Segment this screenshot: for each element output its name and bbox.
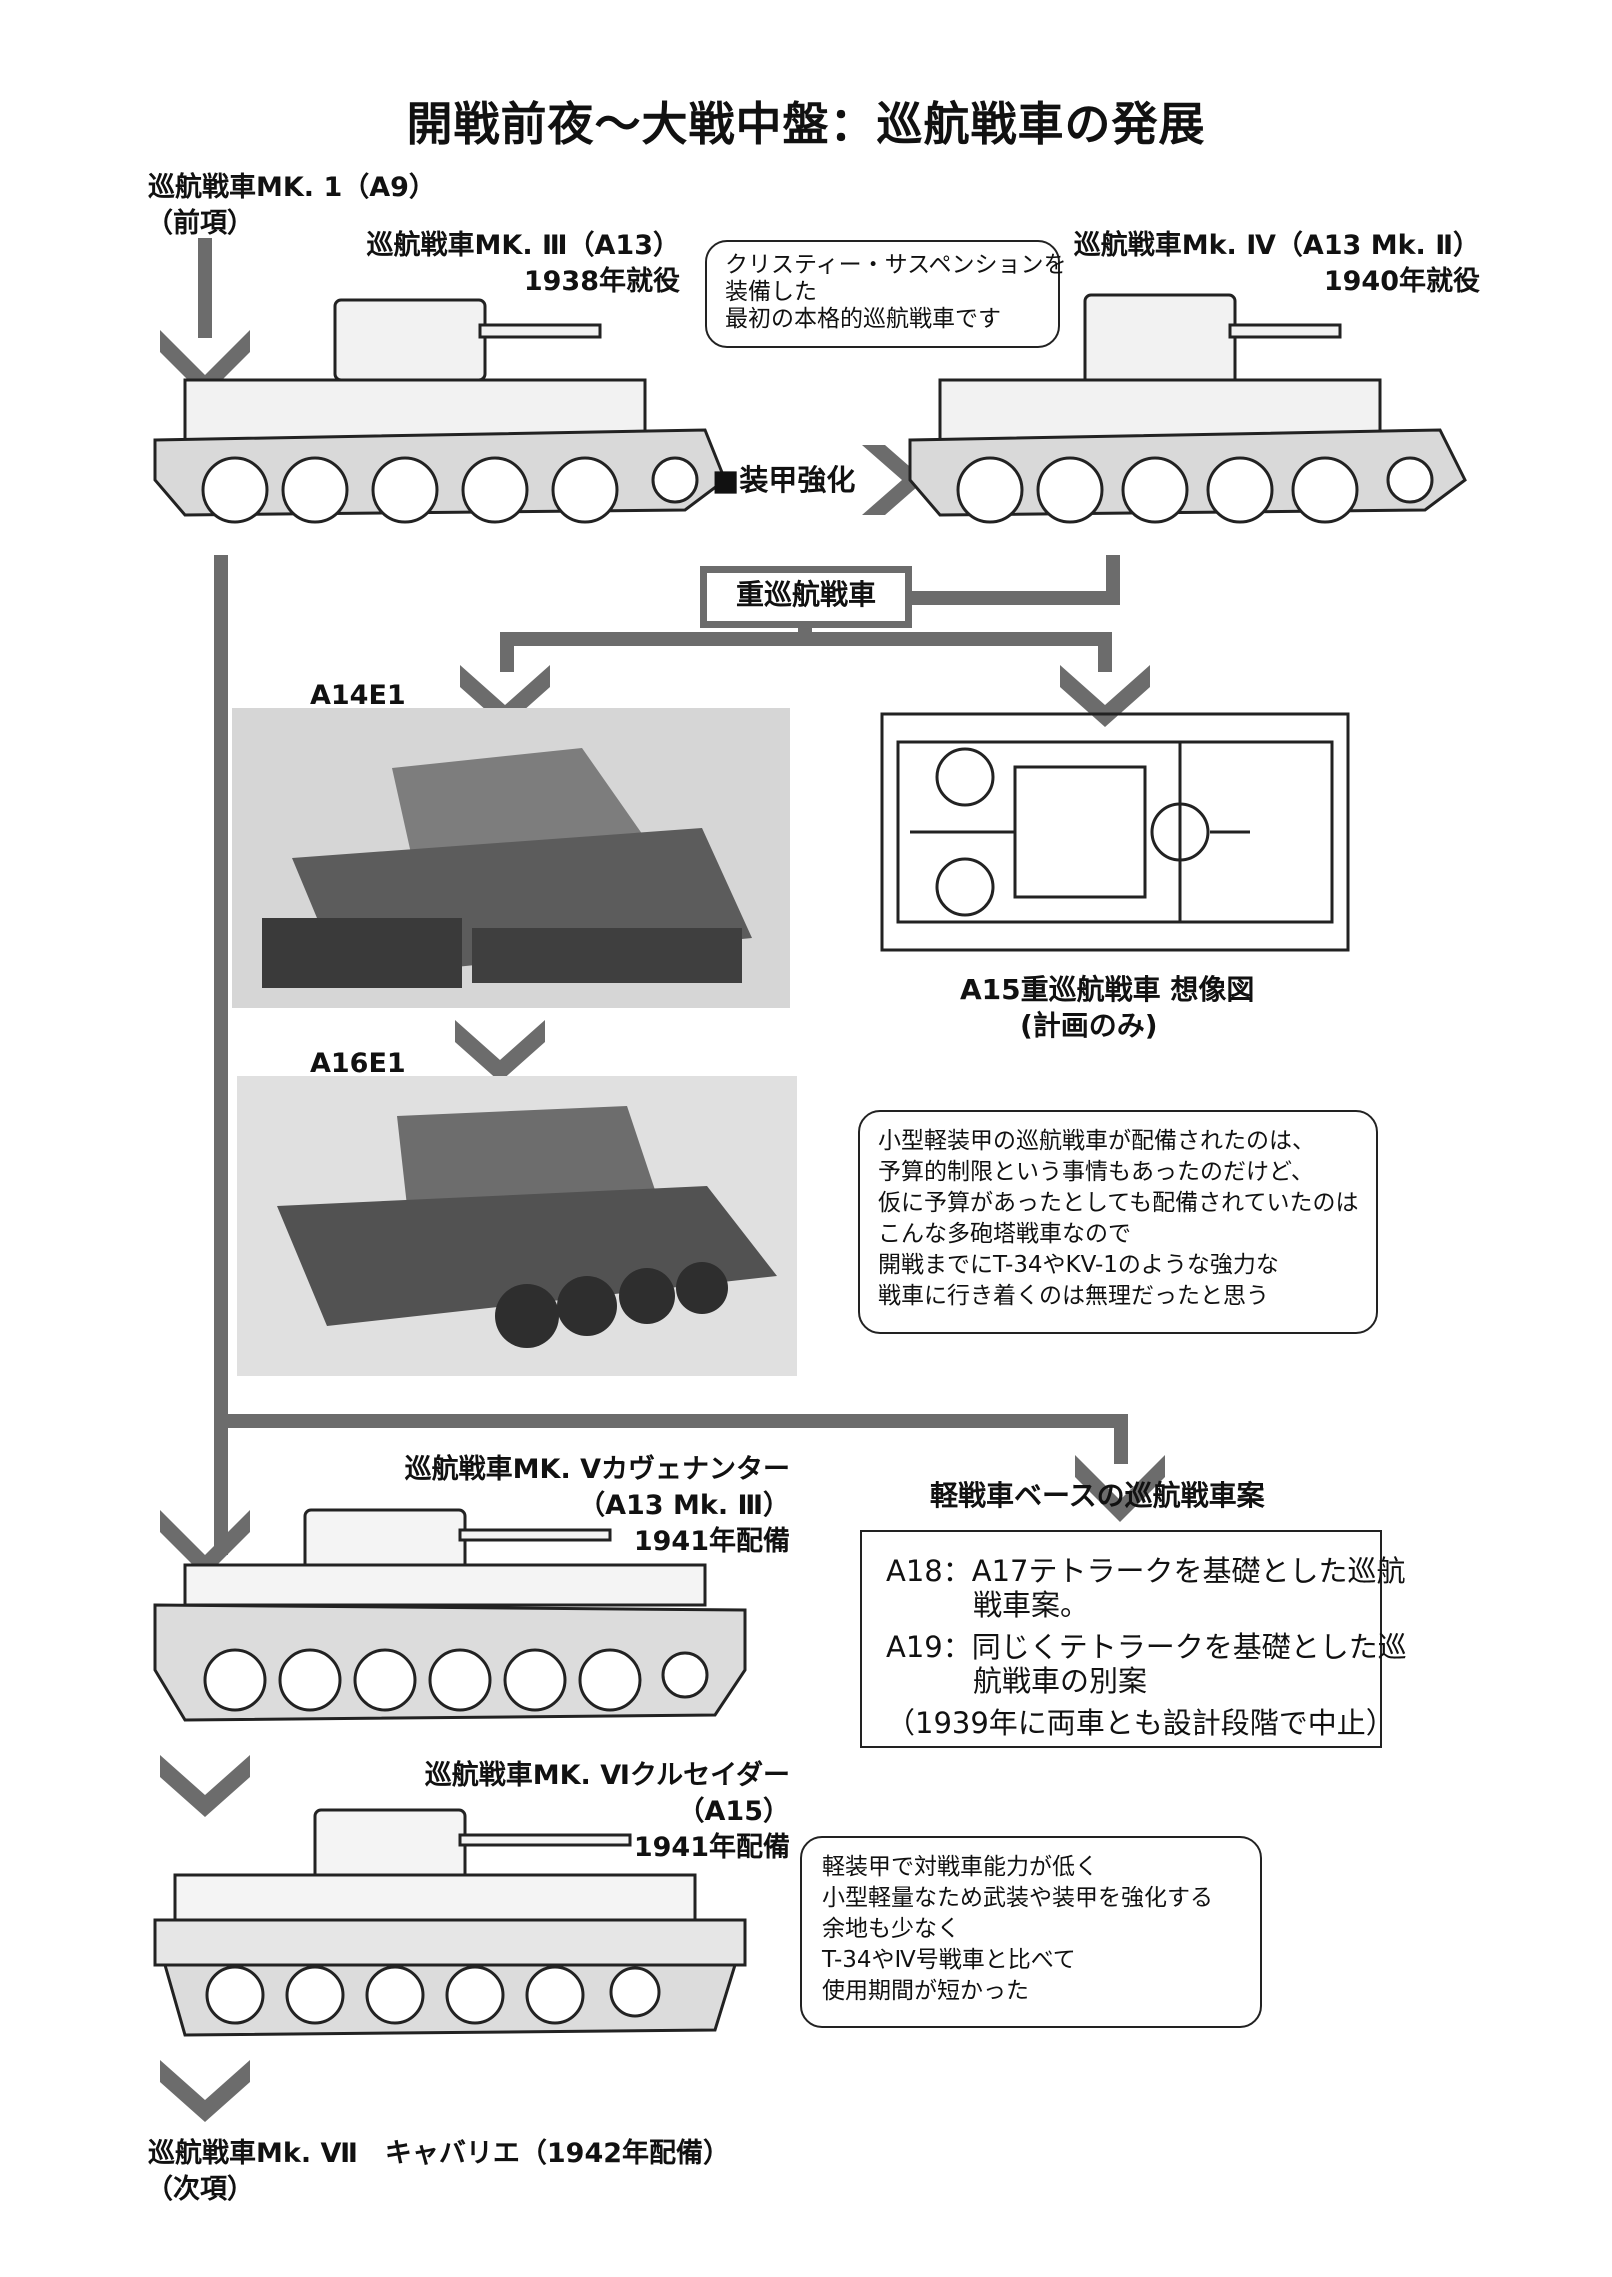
bubble-line: 余地も少なく	[822, 1916, 960, 1942]
a14-photo-art	[232, 708, 790, 1008]
a15-plan-drawing	[880, 712, 1350, 952]
plan-line: （1939年に両車とも設計段階で中止）	[886, 1706, 1395, 1740]
a16-photo	[237, 1076, 797, 1376]
bubble-line: 戦車に行き着くのは無理だったと思う	[878, 1283, 1269, 1309]
mk6-year: 1941年配備	[633, 1832, 790, 1863]
a14-photo	[232, 708, 790, 1008]
connector	[1098, 632, 1112, 672]
mk3-name: 巡航戦車MK. Ⅲ（A13）	[366, 230, 680, 261]
a16-photo-art	[237, 1076, 797, 1376]
plan-line: 戦車案。	[886, 1588, 1090, 1622]
plan-line: A19：同じくテトラークを基礎とした巡	[886, 1630, 1407, 1664]
branch-line	[214, 1414, 1128, 1428]
arrow-head-down	[455, 1020, 545, 1082]
page-title: 開戦前夜～大戦中盤：巡航戦車の発展	[406, 97, 1206, 151]
mk6-speech-bubble: 軽装甲で対戦車能力が低く 小型軽量なため武装や装甲を強化する 余地も少なく T-…	[800, 1836, 1262, 2028]
bubble-line: クリスティー・サスペンションを	[725, 252, 1067, 278]
mk1-name: 巡航戦車MK. 1（A9）	[148, 172, 436, 203]
mk6-tank-illustration	[153, 1808, 747, 2037]
mk3-speech-bubble: クリスティー・サスペンションを 装備した 最初の本格的巡航戦車です	[705, 240, 1067, 348]
mk3-year: 1938年就役	[523, 266, 680, 297]
mk7-note: （次項）	[146, 2174, 254, 2205]
a16-name: A16E1	[310, 1048, 406, 1079]
bubble-line: 使用期間が短かった	[822, 1978, 1029, 2004]
plan-line: 航戦車の別案	[886, 1664, 1148, 1698]
bubble-line: 小型軽量なため武装や装甲を強化する	[822, 1885, 1213, 1911]
light-plans-box: A18：A17テトラークを基礎とした巡航 戦車案。 A19：同じくテトラークを基…	[860, 1530, 1407, 1748]
spine-line	[214, 555, 228, 1555]
mk4-tank-illustration	[908, 293, 1467, 524]
arrow-shaft	[198, 238, 212, 338]
mk5-name: 巡航戦車MK. Ⅴカヴェナンター	[404, 1454, 790, 1485]
bubble-line: T-34やⅣ号戦車と比べて	[822, 1947, 1076, 1973]
connector	[500, 632, 514, 672]
mk7-name: 巡航戦車Mk. Ⅶ キャバリエ（1942年配備）	[148, 2138, 731, 2169]
mk5-year: 1941年配備	[633, 1526, 790, 1557]
a16-speech-bubble: 小型軽装甲の巡航戦車が配備されたのは、 予算的制限という事情もあったのだけど、 …	[858, 1110, 1378, 1334]
arrow-head-down	[160, 1755, 250, 1817]
light-plans-title: 軽戦車ベースの巡航戦車案	[930, 1479, 1265, 1512]
bubble-line: 小型軽装甲の巡航戦車が配備されたのは、	[878, 1128, 1315, 1154]
mk5-sub: （A13 Mk. Ⅲ）	[578, 1490, 790, 1521]
mk6-sub: （A15）	[677, 1796, 790, 1827]
a15-note: (計画のみ)	[1020, 1009, 1158, 1042]
mk4-name: 巡航戦車Mk. Ⅳ（A13 Mk. Ⅱ）	[1073, 230, 1480, 261]
connector	[912, 591, 1120, 605]
bubble-line: 仮に予算があったとしても配備されていたのは	[878, 1190, 1359, 1216]
mk4-year: 1940年就役	[1323, 266, 1480, 297]
heavy-cruiser-box: 重巡航戦車	[700, 566, 912, 628]
armor-label: ■装甲強化	[712, 463, 856, 497]
bubble-line: 装備した	[725, 279, 817, 305]
bubble-line: 最初の本格的巡航戦車です	[725, 306, 1001, 332]
bubble-line: 軽装甲で対戦車能力が低く	[822, 1854, 1098, 1880]
mk1-note: （前項）	[146, 208, 254, 239]
arrow-head-down	[160, 2060, 250, 2122]
plan-line: A18：A17テトラークを基礎とした巡航	[886, 1554, 1406, 1588]
bubble-line: 予算的制限という事情もあったのだけど、	[878, 1159, 1314, 1185]
bubble-line: こんな多砲塔戦車なので	[878, 1221, 1131, 1247]
mk6-name: 巡航戦車MK. Ⅵクルセイダー	[424, 1760, 790, 1791]
arrow-head-down	[1075, 1455, 1165, 1522]
a14-name: A14E1	[310, 680, 406, 711]
bubble-line: 開戦までにT-34やKV-1のような強力な	[878, 1252, 1279, 1278]
mk5-tank-illustration	[153, 1508, 747, 1722]
a15-name: A15重巡航戦車 想像図	[960, 973, 1255, 1006]
split-line	[500, 632, 1112, 646]
mk3-tank-illustration	[153, 298, 727, 524]
branch-drop	[1114, 1414, 1128, 1464]
